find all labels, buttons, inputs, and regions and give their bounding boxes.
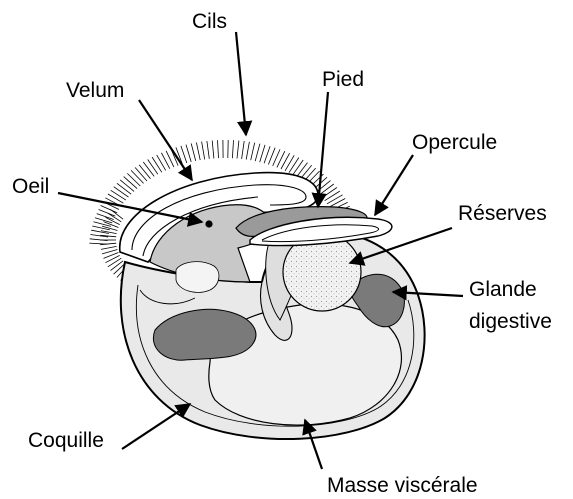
cilium — [186, 145, 191, 162]
body-lobe — [176, 262, 219, 293]
cilium — [242, 141, 245, 159]
cilium — [293, 160, 303, 175]
cilium — [114, 187, 129, 197]
cilium — [255, 144, 260, 161]
cilium — [327, 195, 343, 204]
label-coquille: Coquille — [28, 429, 104, 452]
cilium — [322, 188, 337, 198]
cilium — [131, 170, 144, 183]
label-reserves: Réserves — [458, 202, 547, 225]
cilium — [127, 173, 140, 186]
label-velum: Velum — [66, 79, 124, 102]
cilium — [108, 258, 122, 267]
cilium — [297, 163, 308, 177]
cilium — [207, 141, 209, 159]
cilium — [148, 160, 158, 175]
cilium — [94, 222, 111, 227]
cilium — [101, 246, 117, 249]
label-cils: Cils — [192, 10, 227, 33]
arrow-cils — [236, 32, 246, 135]
cilium — [246, 142, 249, 160]
cilium — [120, 180, 134, 192]
cilium — [232, 140, 233, 158]
cilium — [260, 145, 265, 162]
label-masse: Masse viscérale — [327, 474, 478, 497]
cilium — [329, 199, 345, 208]
cilium — [212, 141, 214, 159]
cilium — [108, 194, 124, 203]
eye — [205, 220, 212, 227]
cilium — [124, 177, 137, 189]
cilium — [111, 190, 126, 200]
cilium — [111, 261, 124, 271]
cilium — [157, 155, 166, 171]
label-oeil: Oeil — [12, 175, 49, 198]
cilium — [135, 168, 147, 182]
cilium — [196, 143, 200, 161]
cilium — [251, 143, 255, 161]
cilium — [181, 146, 187, 163]
cilium — [191, 144, 196, 161]
cilium — [101, 206, 118, 213]
cilium — [285, 155, 294, 171]
label-opercule: Opercule — [412, 131, 497, 154]
cilium — [237, 141, 239, 159]
cilium — [202, 142, 205, 160]
cilium — [143, 162, 154, 176]
cilium — [111, 209, 124, 219]
arrow-opercule — [375, 155, 413, 215]
cilium — [264, 146, 270, 163]
cilium — [319, 184, 333, 195]
arrow-coquille — [122, 404, 190, 449]
cilium — [325, 191, 340, 201]
arrow-velum — [139, 100, 192, 180]
cilium — [117, 183, 131, 194]
label-pied: Pied — [322, 68, 364, 91]
cilium — [289, 158, 299, 173]
cilium — [139, 165, 150, 179]
label-digestive: digestive — [469, 310, 552, 333]
cilium — [218, 140, 219, 158]
cilium — [102, 250, 117, 254]
label-glande: Glande — [469, 278, 537, 301]
cilium — [152, 157, 162, 172]
cilium — [108, 213, 122, 222]
